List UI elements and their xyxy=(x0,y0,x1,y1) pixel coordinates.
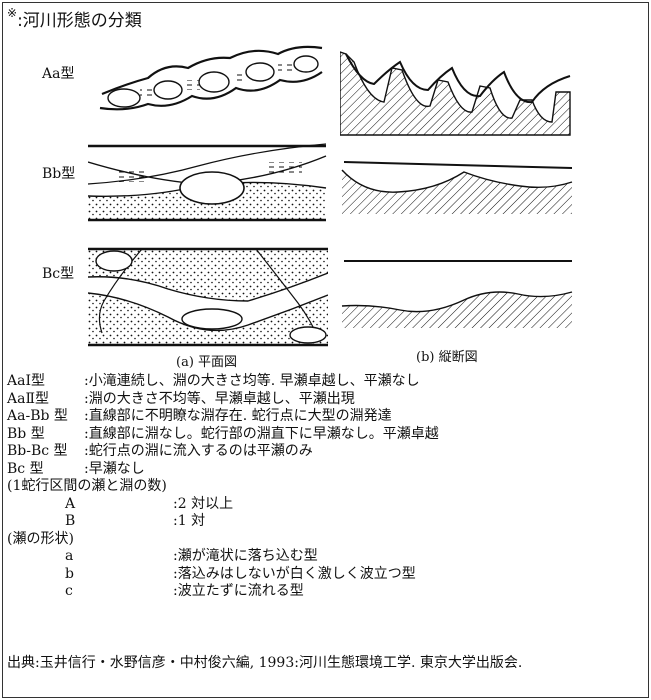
type-code: Bb 型 xyxy=(7,426,45,444)
type-row: Bb 型:直線部に淵なし。蛇行部の淵直下に早瀬なし。平瀬卓越 xyxy=(7,426,167,444)
type-row: Bb-Bc 型:蛇行点の淵に流入するのは平瀬のみ xyxy=(7,443,167,461)
row-label-bc: Bc型 xyxy=(42,263,74,283)
type-code: Bb-Bc 型 xyxy=(7,443,68,461)
type-code: Aa-Bb 型 xyxy=(7,408,68,426)
profile-bc-diagram xyxy=(340,256,575,336)
type-desc: :直線部に淵なし。蛇行部の淵直下に早瀬なし。平瀬卓越 xyxy=(84,426,439,444)
type-code: AaⅠ型 xyxy=(7,373,45,391)
figure-title: ※:河川形態の分類 xyxy=(7,6,142,31)
row-label-aa: Aa型 xyxy=(42,63,74,83)
note-mark: ※ xyxy=(7,6,17,20)
type-desc: :蛇行点の淵に流入するのは平瀬のみ xyxy=(84,443,313,461)
shape-code: b xyxy=(65,566,74,584)
type-row: Bc 型 :早瀬なし xyxy=(7,461,167,479)
count-desc: :2 対以上 xyxy=(173,496,233,514)
shape-row: a:瀬が滝状に落ち込む型 xyxy=(7,548,167,566)
type-row: AaⅡ型:淵の大きさ不均等、早瀬卓越し、平瀬出現 xyxy=(7,391,167,409)
type-desc: :直線部に不明瞭な淵存在. 蛇行点に大型の淵発達 xyxy=(84,408,392,426)
count-heading: (1蛇行区間の瀬と淵の数) xyxy=(7,478,167,496)
shape-desc: :落込みはしないが白く激しく波立つ型 xyxy=(173,566,416,584)
shape-code: c xyxy=(65,583,73,601)
count-row: B:1 対 xyxy=(7,513,167,531)
type-desc: :淵の大きさ不均等、早瀬卓越し、平瀬出現 xyxy=(84,391,355,409)
count-desc: :1 対 xyxy=(173,513,205,531)
shape-row: b:落込みはしないが白く激しく波立つ型 xyxy=(7,566,167,584)
caption-profile-view: (b) 縦断図 xyxy=(416,346,478,365)
shape-desc: :波立たずに流れる型 xyxy=(173,583,304,601)
count-code: B xyxy=(65,513,75,531)
source-citation: 出典:玉井信行・水野信彦・中村俊六編, 1993:河川生態環境工学. 東京大学出… xyxy=(7,652,522,672)
shape-row: c:波立たずに流れる型 xyxy=(7,583,167,601)
profile-bb-diagram xyxy=(340,156,575,216)
title-text: :河川形態の分類 xyxy=(17,11,142,31)
type-row: AaⅠ型:小滝連続し、淵の大きさ均等. 早瀬卓越し、平瀬なし xyxy=(7,373,167,391)
classification-legend: AaⅠ型:小滝連続し、淵の大きさ均等. 早瀬卓越し、平瀬なし AaⅡ型:淵の大き… xyxy=(7,373,167,601)
count-row: A:2 対以上 xyxy=(7,496,167,514)
shape-code: a xyxy=(65,548,73,566)
count-code: A xyxy=(65,496,75,514)
shape-desc: :瀬が滝状に落ち込む型 xyxy=(173,548,318,566)
type-desc: :早瀬なし xyxy=(84,461,145,479)
row-label-bb: Bb型 xyxy=(42,163,75,183)
plan-aa-diagram xyxy=(96,38,326,118)
profile-aa-diagram xyxy=(340,40,575,140)
type-row: Aa-Bb 型:直線部に不明瞭な淵存在. 蛇行点に大型の淵発達 xyxy=(7,408,167,426)
caption-plan-view: (a) 平面図 xyxy=(176,351,237,370)
plan-bc-diagram xyxy=(88,243,328,348)
type-code: AaⅡ型 xyxy=(7,391,49,409)
plan-bb-diagram xyxy=(88,140,328,225)
shape-heading: (瀬の形状) xyxy=(7,531,167,549)
type-code: Bc 型 xyxy=(7,461,44,479)
type-desc: :小滝連続し、淵の大きさ均等. 早瀬卓越し、平瀬なし xyxy=(84,373,420,391)
